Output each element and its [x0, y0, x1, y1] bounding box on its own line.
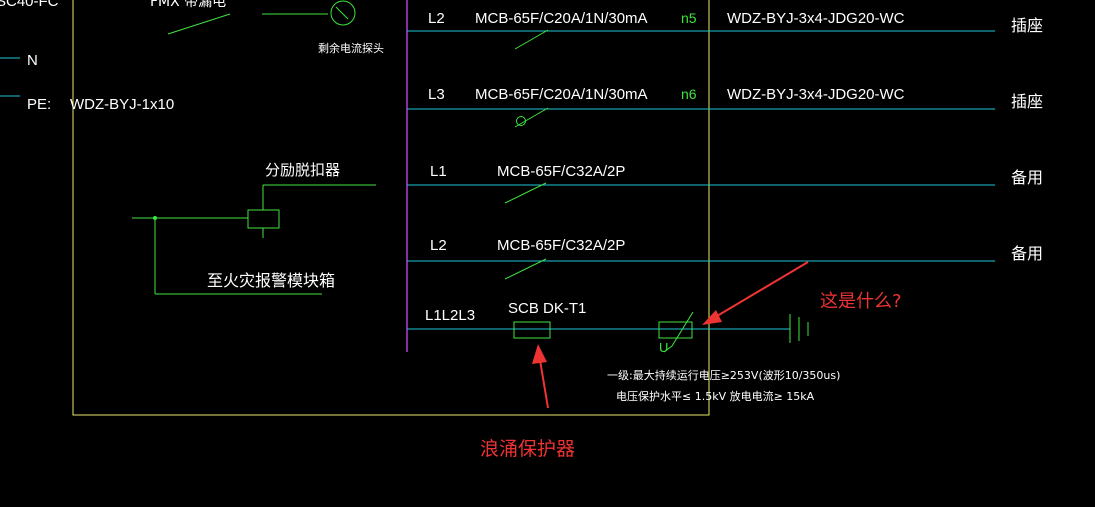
shunt-trip-coil-icon — [247, 209, 280, 229]
top-breaker-switch — [167, 13, 231, 35]
circuit-breaker-spec: MCB-65F/C32A/2P — [497, 237, 625, 254]
spd-spec-line-1: 一级:最大持续运行电压≥253V(波形10/350us) — [607, 368, 840, 382]
circuit-number: n5 — [681, 10, 697, 26]
answer-arrow-head — [532, 344, 547, 364]
pe-cable-spec: WDZ-BYJ-1x10 — [70, 96, 174, 113]
circuit-row: L3 MCB-65F/C20A/1N/30mA n6 WDZ-BYJ-3x4-J… — [407, 86, 1043, 128]
scb-label: SCB DK-T1 — [508, 300, 586, 317]
circuit-breaker-spec: MCB-65F/C20A/1N/30mA — [475, 10, 648, 27]
fire-alarm-label: 至火灾报警模块箱 — [207, 271, 335, 290]
circuit-usage: 备用 — [1011, 244, 1043, 263]
circuit-phase: L3 — [428, 86, 445, 103]
circuit-row: L2 MCB-65F/C20A/1N/30mA n5 WDZ-BYJ-3x4-J… — [407, 10, 1043, 50]
question-arrow-head — [702, 310, 722, 325]
circuit-cable-spec: WDZ-BYJ-3x4-JDG20-WC — [727, 10, 905, 27]
circuit-usage: 插座 — [1011, 92, 1043, 111]
spd-phase: L1L2L3 — [425, 307, 475, 324]
circuit-row: L1 MCB-65F/C32A/2P 备用 — [407, 163, 1043, 204]
spd-spec-line-2: 电压保护水平≤ 1.5kV 放电电流≥ 15kA — [616, 389, 815, 403]
circuit-breaker-spec: MCB-65F/C32A/2P — [497, 163, 625, 180]
spd-row: L1L2L3 SCB DK-T1 U 一级:最大持续运行电压≥253V(波形10… — [407, 300, 840, 403]
pe-label: PE: — [27, 96, 51, 113]
top-left-cable-text: SC40-FC — [0, 0, 59, 10]
circuit-cable-spec: WDZ-BYJ-3x4-JDG20-WC — [727, 86, 905, 103]
circuit-usage: 插座 — [1011, 16, 1043, 35]
n-label: N — [27, 52, 38, 69]
rcd-sensor-icon — [330, 0, 356, 26]
circuit-phase: L2 — [430, 237, 447, 254]
answer-annotation: 浪涌保护器 — [480, 438, 575, 460]
circuit-number: n6 — [681, 86, 697, 102]
distribution-box-frame — [72, 0, 710, 416]
question-annotation: 这是什么? — [820, 291, 902, 312]
rcd-sensor-label: 剩余电流探头 — [318, 41, 384, 55]
circuit-phase: L1 — [430, 163, 447, 180]
circuit-usage: 备用 — [1011, 168, 1043, 187]
circuit-phase: L2 — [428, 10, 445, 27]
shunt-trip-label: 分励脱扣器 — [265, 161, 340, 179]
varistor-icon — [658, 321, 693, 339]
answer-arrow — [539, 359, 549, 409]
scb-breaker-icon — [513, 321, 551, 339]
circuit-breaker-spec: MCB-65F/C20A/1N/30mA — [475, 86, 648, 103]
circuit-row: L2 MCB-65F/C32A/2P 备用 — [407, 237, 1043, 280]
varistor-u-label: U — [659, 340, 668, 355]
question-arrow — [711, 261, 809, 320]
top-breaker-text: FMX 带漏电 — [150, 0, 226, 10]
